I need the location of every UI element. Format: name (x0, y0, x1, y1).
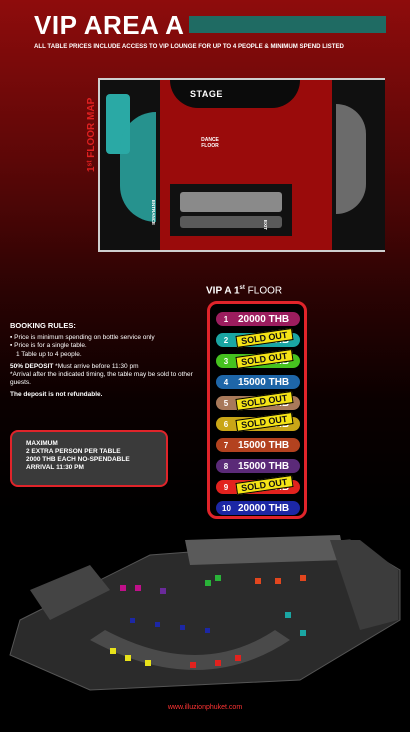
max-line-1: MAXIMUM (26, 440, 58, 447)
max-line-4: ARRIVAL 11:30 PM (26, 464, 84, 471)
rule-line-3: 1 Table up to 4 people. (16, 350, 82, 358)
table-marker-7 (275, 578, 281, 584)
table-price-list: 1 20000 THB 215000 THBSOLD OUT315000 THBSO… (207, 301, 307, 519)
entrance-label: ENTRANCE (151, 200, 156, 226)
rule-line-2: ▪ Price is for a single table. (10, 342, 87, 350)
table-marker-12 (155, 622, 160, 627)
floor-map[interactable] (98, 78, 385, 252)
website-link[interactable]: www.illuzionphuket.com (167, 704, 243, 711)
table-price: 20000 THB (238, 313, 290, 325)
exit-label: EXIT (263, 220, 268, 231)
rule-refund: The deposit is not refundable. (10, 391, 103, 399)
right-curve-seats (336, 104, 366, 214)
table-pill-8[interactable]: 8 15000 THB (216, 459, 300, 473)
table-pill-1[interactable]: 1 20000 THB (216, 312, 300, 326)
left-curve-seats (120, 112, 156, 222)
table-marker-15 (110, 648, 116, 654)
table-marker-9 (285, 612, 291, 618)
floor-right-wall (330, 540, 398, 630)
table-pill-5[interactable]: 515000 THBSOLD OUT (216, 391, 300, 411)
table-number: 8 (223, 461, 229, 471)
dance-floor-label: DANCE FLOOR (196, 137, 224, 149)
table-pill-10[interactable]: 10 20000 THB (216, 501, 300, 515)
dance-floor-line2: FLOOR (201, 143, 219, 149)
max-line-3: 2000 THB EACH NO-SPENDABLE (26, 456, 130, 463)
table-pill-4[interactable]: 4 15000 THB (216, 375, 300, 389)
rules-heading: BOOKING RULES: (10, 321, 76, 330)
table-marker-17 (145, 660, 151, 666)
title-accent-bar (189, 16, 386, 33)
table-number: 2 (223, 335, 229, 345)
table-marker-4 (205, 580, 211, 586)
table-pill-6[interactable]: 615000 THBSOLD OUT (216, 412, 300, 432)
floor-left-wall (30, 565, 110, 620)
table-marker-1 (120, 585, 126, 591)
maximum-box: MAXIMUM 2 EXTRA PERSON PER TABLE 2000 TH… (10, 430, 168, 487)
table-marker-16 (125, 655, 131, 661)
table-pill-3[interactable]: 315000 THBSOLD OUT (216, 349, 300, 369)
table-marker-14 (205, 628, 210, 633)
dance-floor-line1: DANCE (201, 137, 219, 143)
table-pill-2[interactable]: 215000 THBSOLD OUT (216, 328, 300, 348)
center-tables (180, 192, 282, 212)
rule-line-1: ▪ Price is minimum spending on bottle se… (10, 334, 155, 342)
table-price: 15000 THB (238, 439, 290, 451)
table-marker-13 (180, 625, 185, 630)
table-price: 15000 THB (238, 460, 290, 472)
table-marker-3 (160, 588, 166, 594)
table-number: 4 (223, 377, 229, 387)
table-pill-9[interactable]: 915000 THBSOLD OUT (216, 475, 300, 495)
page-title: VIP AREA A (34, 10, 185, 40)
table-marker-5 (215, 575, 221, 581)
table-number: 1 (223, 314, 229, 324)
table-marker-8 (300, 575, 306, 581)
center-tables-2 (180, 216, 282, 228)
vip-floor-heading-light: FLOOR (244, 285, 283, 297)
table-marker-18 (190, 662, 196, 668)
table-number: 3 (223, 356, 229, 366)
table-marker-20 (235, 655, 241, 661)
vip-floor-heading-bold: VIP A 1 (206, 285, 240, 297)
table-number: 5 (223, 398, 229, 408)
floor-map-side-label: 1ˢᵗ FLOOR MAP (86, 97, 97, 172)
table-marker-10 (300, 630, 306, 636)
table-pill-7[interactable]: 7 15000 THB (216, 438, 300, 452)
rule-deposit: 50% DEPOSIT *Must arrive before 11:30 pm (10, 362, 139, 370)
price-note: ALL TABLE PRICES INCLUDE ACCESS TO VIP L… (34, 43, 344, 50)
vip-floor-heading-sup: st (239, 285, 245, 291)
stage (170, 80, 300, 108)
booking-rules: BOOKING RULES: ▪ Price is minimum spendi… (10, 321, 205, 400)
rule-arrival: *Arrival after the indicated timing, the… (10, 371, 193, 387)
table-marker-19 (215, 660, 221, 666)
table-number: 6 (223, 419, 229, 429)
max-line-2: 2 EXTRA PERSON PER TABLE (26, 448, 121, 455)
table-marker-2 (135, 585, 141, 591)
table-markers (110, 575, 306, 668)
vip-floor-heading: VIP A 1st FLOOR (206, 285, 282, 296)
table-number: 10 (222, 503, 231, 513)
table-number: 7 (223, 440, 229, 450)
table-price: 15000 THB (238, 376, 290, 388)
stage-label: STAGE (190, 89, 223, 99)
table-number: 9 (223, 482, 229, 492)
table-price: 20000 THB (238, 502, 290, 514)
floor-3d-render (9, 535, 401, 691)
table-marker-11 (130, 618, 135, 623)
floor-top-wall (185, 535, 345, 565)
table-marker-6 (255, 578, 261, 584)
